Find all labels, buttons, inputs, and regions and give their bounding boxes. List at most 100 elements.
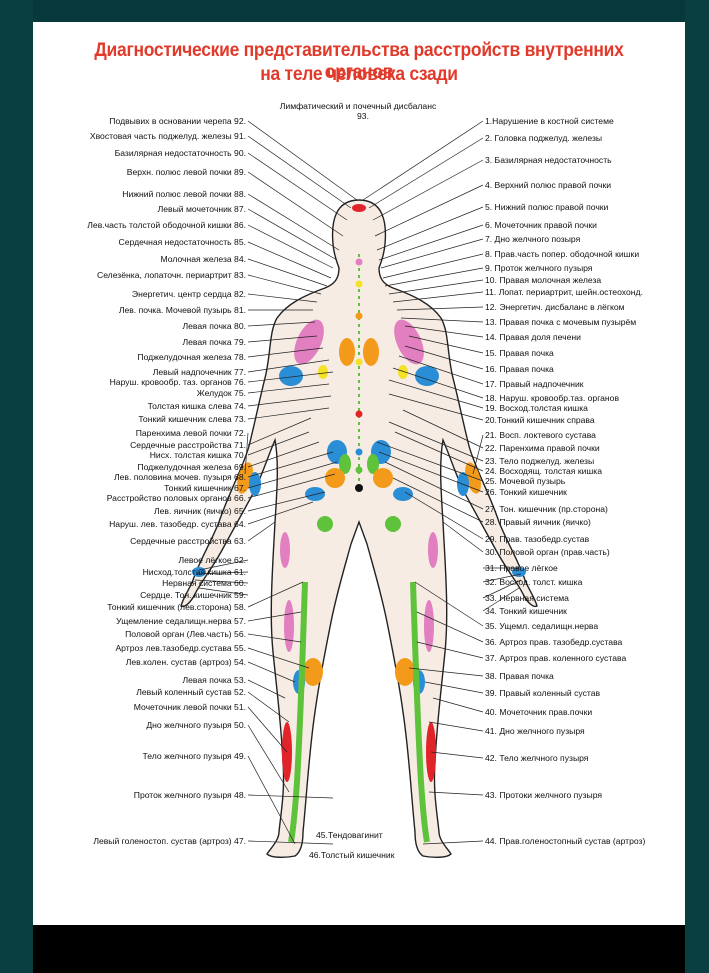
label-left-69: Поджелудочная железа 69. <box>137 462 246 472</box>
label-right-4: 4. Верхний полюс правой почки <box>485 180 611 190</box>
pointer-line-right-1 <box>362 120 484 201</box>
label-left-54: Лев.колен. сустав (артроз) 54. <box>126 657 246 667</box>
label-left-72: Паренхима левой почки 72. <box>136 428 246 438</box>
label-right-30: 30. Половой орган (прав.часть) <box>485 547 610 557</box>
zone-right-back-green <box>367 454 379 474</box>
pointer-line-left-69 <box>247 441 320 468</box>
zone-right-buttock-green <box>385 516 401 532</box>
pointer-line-right-42 <box>430 751 484 759</box>
label-right-39: 39. Правый коленный сустав <box>485 688 601 698</box>
label-right-21: 21. Восп. локтевого сустава <box>485 430 596 440</box>
pointer-line-right-24 <box>394 431 484 472</box>
pointer-line-left-79 <box>247 335 318 343</box>
zone-left-buttock-green <box>317 516 333 532</box>
zone-spine-dot-8 <box>355 484 363 492</box>
pointer-line-right-40 <box>432 697 484 713</box>
label-left-87: Левый мочеточник 87. <box>158 204 246 214</box>
body-diagram: Подвывих в основании черепа 92.Хвостовая… <box>87 101 645 860</box>
label-right-37: 37. Артроз прав. коленного сустава <box>485 653 626 663</box>
pointer-line-right-20 <box>388 393 484 421</box>
pointer-line-left-91 <box>247 135 352 209</box>
label-left-52: Левый коленный сустав 52. <box>136 687 246 697</box>
pointer-line-right-11 <box>392 291 484 303</box>
pointer-line-left-59 <box>198 587 249 596</box>
zone-right-scapula <box>415 366 439 386</box>
pointer-line-left-77 <box>247 359 330 373</box>
pointer-line-left-87 <box>247 208 338 261</box>
pointer-line-left-53 <box>247 679 286 699</box>
label-left-88: Нижний полюс левой почки 88. <box>122 189 246 199</box>
label-left-90: Базилярная недостаточность 90. <box>115 148 246 158</box>
label-left-56: Половой орган (Лев.часть) 56. <box>125 629 246 639</box>
label-left-70: Нисх. толстая кишка 70. <box>150 450 246 460</box>
label-left-50: Дно желчного пузыря 50. <box>146 720 246 730</box>
zone-right-leg-green <box>410 581 430 843</box>
pointer-line-left-55 <box>247 647 310 669</box>
zone-right-yellow <box>398 365 408 379</box>
pointer-line-left-83 <box>247 274 322 295</box>
zone-left-thigh-pink <box>284 600 294 652</box>
pointer-line-left-86 <box>247 224 334 269</box>
pointer-line-left-84 <box>247 258 328 287</box>
label-left-76: Наруш. кровообр. таз. органов 76. <box>110 377 246 387</box>
pointer-line-left-49 <box>247 755 296 845</box>
pointer-line-left-51 <box>247 706 288 753</box>
pointer-line-left-64 <box>247 501 314 525</box>
pointer-line-right-19 <box>388 379 484 409</box>
pointer-line-left-78 <box>247 347 324 358</box>
zone-spine-dot-2 <box>355 280 363 288</box>
pointer-line-left-52 <box>247 691 290 723</box>
pointer-line-right-3 <box>372 159 484 221</box>
body-silhouette <box>180 199 538 859</box>
label-left-61: Нисход.толстая кишка 61. <box>143 567 246 577</box>
zone-left-hip-blue <box>305 487 325 501</box>
pointer-line-left-88 <box>247 193 340 251</box>
labels-left: Подвывих в основании черепа 92.Хвостовая… <box>87 116 246 846</box>
pointer-line-right-26 <box>378 451 484 493</box>
label-left-48: Проток желчного пузыря 48. <box>134 790 246 800</box>
pointer-lines <box>194 120 522 845</box>
pointer-line-left-85 <box>247 241 332 279</box>
label-left-63: Сердечные расстройства 63. <box>130 536 246 546</box>
zone-left-scapula <box>279 366 303 386</box>
pointer-line-left-66 <box>247 473 336 499</box>
label-left-64: Наруш. лев. тазобедр. сустава 64. <box>109 519 246 529</box>
pointer-line-left-68 <box>247 451 334 478</box>
pointer-line-left-90 <box>247 152 348 221</box>
zone-left-yellow <box>318 365 328 379</box>
pointer-line-left-76 <box>247 371 334 383</box>
pointer-line-left-70 <box>247 431 310 456</box>
pointer-line-right-33 <box>482 579 522 599</box>
label-left-85: Сердечная недостаточность 85. <box>119 237 246 247</box>
pointer-line-left-73 <box>247 407 330 420</box>
label-right-12: 12. Энергетич. дисбаланс в лёгком <box>485 302 625 312</box>
label-right-5: 5. Нижний полюс правой почки <box>485 202 609 212</box>
pointer-line-right-14 <box>404 325 484 338</box>
pointer-line-left-48 <box>247 794 334 799</box>
label-right-25: 25. Мочевой пузырь <box>485 476 566 486</box>
pointer-line-left-47 <box>247 840 334 845</box>
label-left-82: Энергетич. центр сердца 82. <box>132 289 246 299</box>
label-left-77: Левый надпочечник 77. <box>153 367 246 377</box>
label-right-32: 32. Восход. толст. кишка <box>485 577 583 587</box>
pointer-line-left-57 <box>247 611 302 622</box>
poster-title-line2: на теле человека сзади <box>260 64 458 85</box>
pointer-line-right-43 <box>428 791 484 796</box>
label-left-65: Лев. яичник (яичко) 65. <box>154 506 246 516</box>
zone-crown <box>352 204 366 212</box>
label-right-44: 44. Прав.голеностопный сустав (артроз) <box>485 836 645 846</box>
label-right-38: 38. Правая почка <box>485 671 554 681</box>
label-right-6: 6. Мочеточник правой почки <box>485 220 597 230</box>
zone-right-hip-blue <box>393 487 413 501</box>
pointer-line-left-54 <box>247 661 296 683</box>
label-right-36: 36. Артроз прав. тазобедр.сустава <box>485 637 623 647</box>
pointer-line-right-17 <box>398 355 484 385</box>
pointer-line-right-37 <box>416 641 484 659</box>
label-left-55: Артроз лев.тазобедр.сустава 55. <box>115 643 246 653</box>
pointer-line-right-7 <box>380 238 484 269</box>
body-outline <box>180 199 538 859</box>
zone-left-forearm-blue <box>249 472 261 496</box>
label-right-31: 31. Правое лёгкое <box>485 563 558 573</box>
label-right-42: 42. Тело желчного пузыря <box>485 753 589 763</box>
zone-right-knee-orange <box>395 658 415 686</box>
